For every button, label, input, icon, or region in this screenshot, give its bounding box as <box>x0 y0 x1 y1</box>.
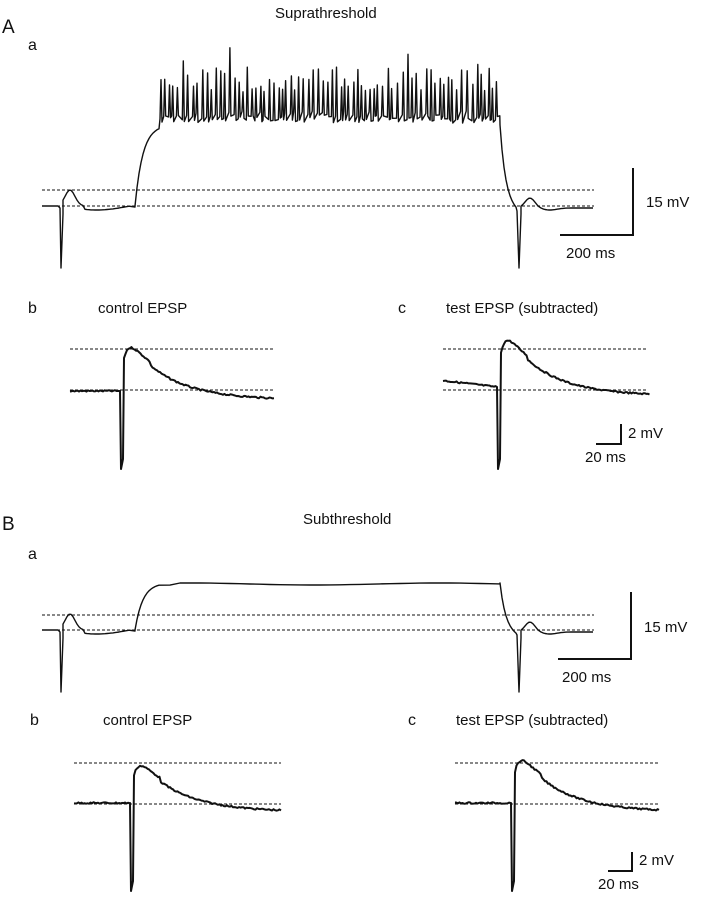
scale-bar-short <box>608 852 633 872</box>
panel-a-sub-b: b <box>28 300 37 317</box>
panel-b-letter: B <box>2 514 15 535</box>
scale-bar-long <box>560 168 634 236</box>
scale-bar-short <box>596 424 622 445</box>
panel-a: A Suprathreshold a 15 mV 200 ms b contro… <box>2 5 689 470</box>
scale-time-label: 200 ms <box>566 245 615 262</box>
panel-a-sub-a: a <box>28 37 37 54</box>
control-epsp-title: control EPSP <box>103 712 192 729</box>
panel-b-title: Subthreshold <box>303 511 391 528</box>
scale-time-label: 200 ms <box>562 669 611 686</box>
scale-voltage-label: 15 mV <box>644 619 687 636</box>
panel-b-sub-c: c <box>408 712 416 729</box>
panel-b-sub-b: b <box>30 712 39 729</box>
control-epsp-trace <box>73 764 282 892</box>
control-epsp-title: control EPSP <box>98 300 187 317</box>
scale-short-voltage-label: 2 mV <box>628 425 663 442</box>
panel-b: B Subthreshold a 15 mV 200 ms b control … <box>2 511 687 893</box>
test-epsp-trace <box>454 759 660 892</box>
test-epsp-title: test EPSP (subtracted) <box>456 712 608 729</box>
test-epsp-title: test EPSP (subtracted) <box>446 300 598 317</box>
panel-b-sub-a: a <box>28 546 37 563</box>
scale-short-time-label: 20 ms <box>585 449 626 466</box>
panel-a-sub-c: c <box>398 300 406 317</box>
suprathreshold-trace <box>42 47 593 269</box>
scale-bar-long <box>558 592 632 660</box>
test-epsp-trace <box>442 339 650 470</box>
scale-short-voltage-label: 2 mV <box>639 852 674 869</box>
panel-a-title: Suprathreshold <box>275 5 377 22</box>
panel-a-letter: A <box>2 17 15 38</box>
control-epsp-trace <box>69 346 275 470</box>
scale-voltage-label: 15 mV <box>646 194 689 211</box>
subthreshold-trace <box>42 582 593 693</box>
scale-short-time-label: 20 ms <box>598 876 639 893</box>
